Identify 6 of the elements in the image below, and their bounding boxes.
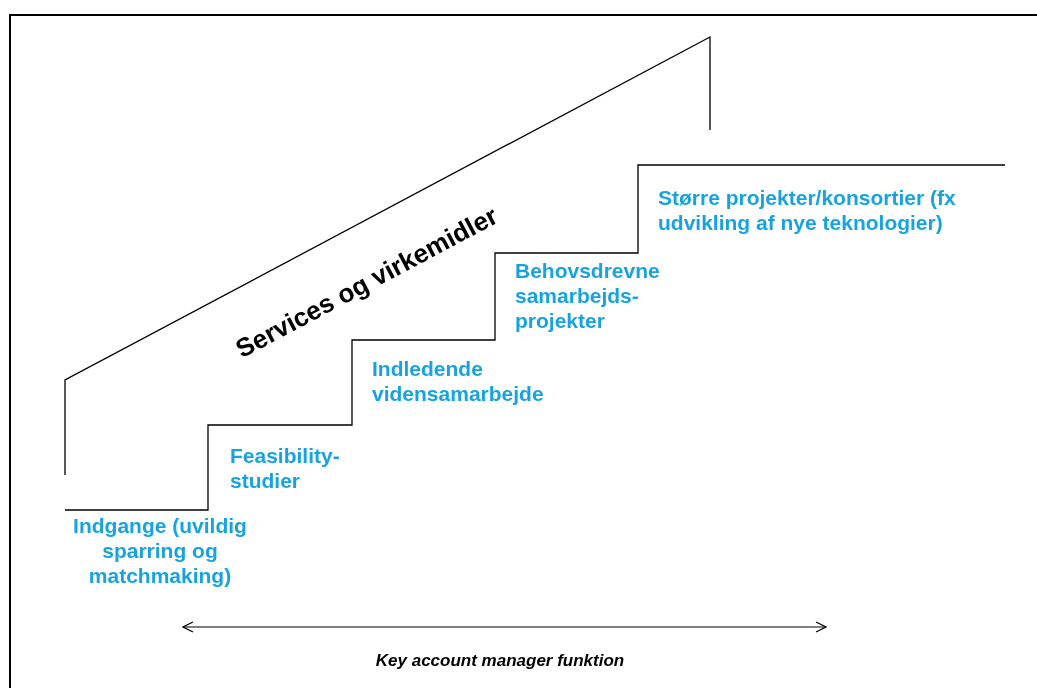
- step-label: Indledende vidensamarbejde: [372, 356, 545, 406]
- step-label: Feasibility-studier: [230, 443, 341, 493]
- step-label: Behovsdrevne samarbejds-projekter: [515, 258, 661, 333]
- axis-caption: Key account manager funktion: [374, 650, 626, 672]
- step-label: Indgange (uvildig sparring og matchmaking): [72, 513, 248, 588]
- step-label: Større projekter/konsortier (fx udvikling af nye teknologier): [658, 185, 957, 235]
